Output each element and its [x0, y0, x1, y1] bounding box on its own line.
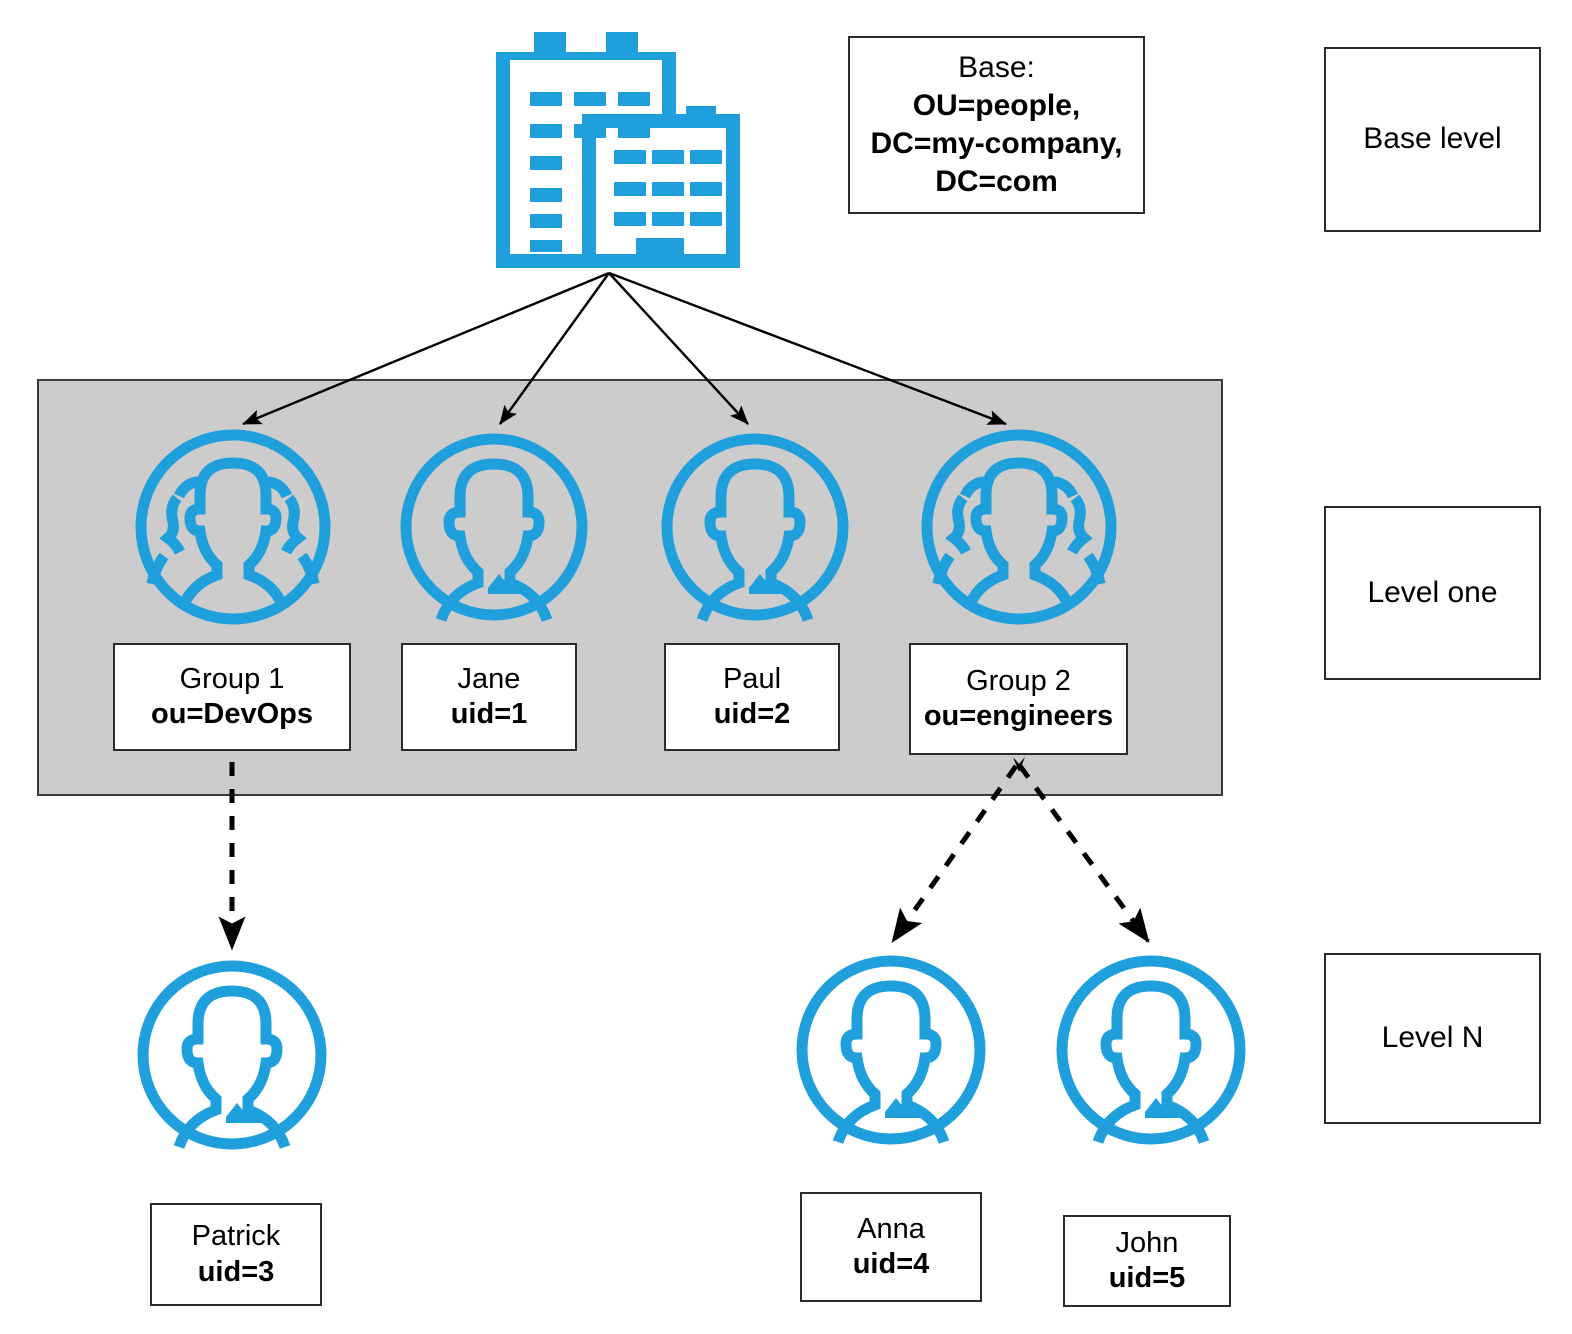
person-badge-icon: [226, 1103, 261, 1123]
node-attr-paul: uid=2: [713, 698, 791, 730]
node-label-group-1: Group 1 ou=DevOps: [113, 643, 351, 751]
legend-label-level-n: Level N: [1381, 1021, 1484, 1055]
node-attr-group-1: ou=DevOps: [151, 698, 313, 730]
node-attr-jane: uid=1: [450, 698, 528, 730]
node-name-jane: Jane: [457, 662, 521, 695]
single-person-icon-patrick: [137, 955, 327, 1155]
person-badge-icon: [749, 574, 784, 594]
person-badge-icon: [885, 1098, 920, 1118]
single-person-icon-paul: [661, 428, 849, 626]
node-label-paul: Paul uid=2: [664, 643, 840, 751]
person-badge-icon: [488, 574, 523, 594]
node-label-group-2: Group 2 ou=engineers: [909, 643, 1128, 755]
single-person-icon-jane: [400, 428, 588, 626]
base-dn-dc-company: DC=my-company,: [870, 127, 1123, 160]
node-attr-john: uid=5: [1108, 1262, 1186, 1294]
node-label-john: John uid=5: [1063, 1215, 1231, 1307]
node-name-patrick: Patrick: [191, 1220, 281, 1253]
group-people-icon-group-2: [919, 428, 1119, 626]
node-label-anna: Anna uid=4: [800, 1192, 982, 1302]
node-label-patrick: Patrick uid=3: [150, 1203, 322, 1306]
legend-box-level-one: Level one: [1324, 506, 1541, 680]
group-people-icon-group-1: [133, 428, 333, 626]
person-badge-icon: [1145, 1098, 1180, 1118]
node-name-paul: Paul: [722, 662, 782, 695]
single-person-icon-anna: [796, 950, 986, 1150]
office-building-icon: [490, 14, 750, 276]
node-attr-patrick: uid=3: [197, 1255, 275, 1288]
base-dn-ou: OU=people,: [912, 89, 1081, 123]
node-name-anna: Anna: [857, 1212, 925, 1245]
node-label-jane: Jane uid=1: [401, 643, 577, 751]
legend-box-base-level: Base level: [1324, 47, 1541, 232]
base-dn-box: Base: OU=people, DC=my-company, DC=com: [848, 36, 1145, 214]
node-attr-group-2: ou=engineers: [923, 700, 1114, 732]
base-dn-label: Base:: [958, 51, 1035, 85]
node-name-john: John: [1115, 1226, 1179, 1259]
base-dn-dc-com: DC=com: [935, 164, 1058, 198]
legend-box-level-n: Level N: [1324, 953, 1541, 1124]
legend-label-level-one: Level one: [1367, 575, 1498, 609]
node-name-group-2: Group 2: [966, 664, 1071, 697]
single-person-icon-john: [1056, 950, 1246, 1150]
node-name-group-1: Group 1: [179, 662, 285, 695]
legend-label-base-level: Base level: [1363, 122, 1502, 156]
node-attr-anna: uid=4: [852, 1248, 930, 1280]
